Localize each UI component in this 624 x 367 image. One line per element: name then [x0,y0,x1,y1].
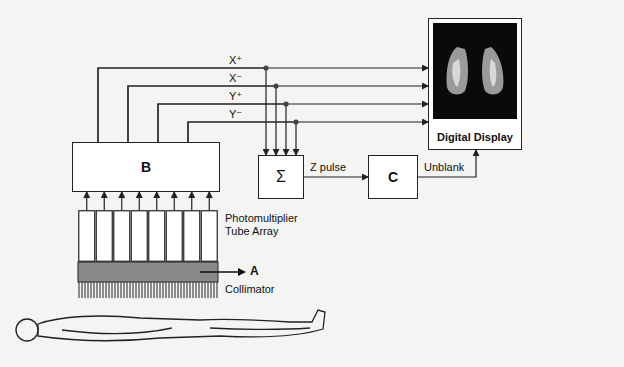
patient-arm [62,328,172,334]
patient-outline [16,310,325,341]
signal-connector [304,177,368,178]
signal-connector [128,86,428,142]
pmt-label: Photomultiplier Tube Array [225,212,311,238]
signal-connector [86,192,87,210]
signal-connector [121,192,122,210]
patient-leg [210,328,310,330]
scintillation-crystal [78,262,218,282]
signal-name: X⁺ [228,54,243,67]
pmt-array: Photomultiplier Tube Array [78,210,218,262]
signal-name: Unblank [423,161,465,174]
box-label: C [388,169,398,185]
box-label: Σ [276,168,286,186]
signal-connector [191,192,192,210]
signal-connector [174,192,175,210]
signal-connector [98,68,428,142]
part-label: Collimator [225,283,275,295]
display-box: Digital Display [428,18,522,150]
signal-connector [418,150,476,177]
patient-body [38,310,325,341]
signal-name: X⁻ [228,72,243,85]
signal-connector [104,192,105,210]
signal-name: Y⁻ [228,108,243,121]
pmt-tubes [78,210,218,262]
signal-name: Y⁺ [228,90,243,103]
pulse-height-box: C [368,155,418,199]
signal-processing-box: B [72,142,220,192]
display-image [433,23,517,119]
leader-line [200,271,240,273]
signal-name: Z pulse [309,161,347,174]
signal-connector [139,192,140,210]
collimator-septa [79,282,217,298]
signal-connector [158,104,428,142]
display-label: Digital Display [429,131,521,143]
patient-head [16,319,38,341]
signal-connector [188,122,428,142]
leader-arrowhead [238,268,246,276]
signal-connector [156,192,157,210]
signal-connector [209,192,210,210]
callout-letter: A [250,264,259,278]
box-label: B [141,159,151,175]
summing-box: Σ [258,155,304,199]
